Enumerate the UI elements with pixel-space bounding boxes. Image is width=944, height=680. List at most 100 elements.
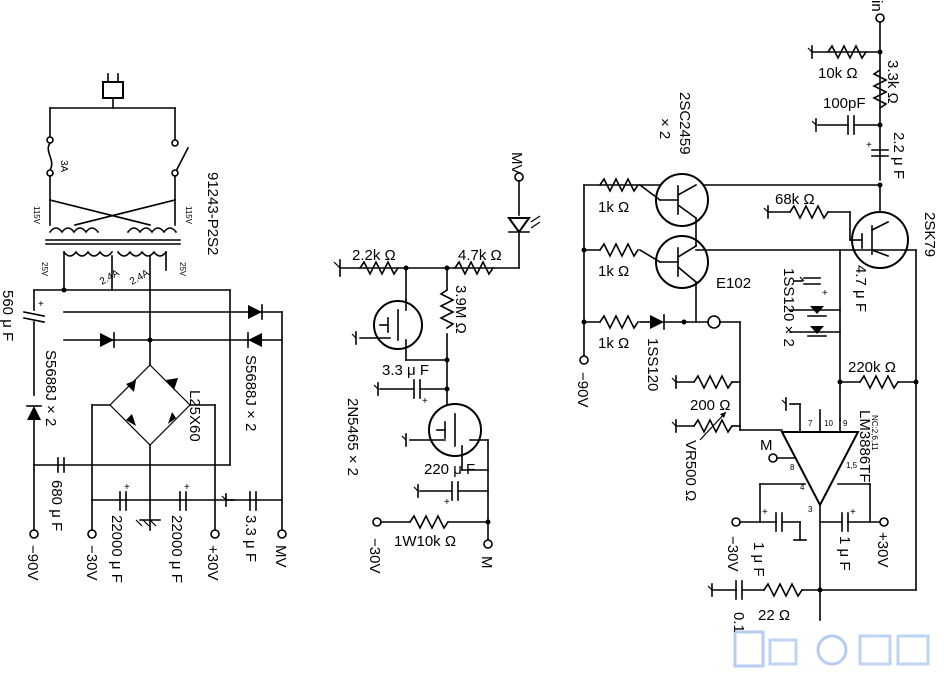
capacitor-220uf-icon (451, 481, 459, 501)
capacitor-22000uf-a-icon (119, 491, 127, 511)
mid-r-1w10k-label: 1W10k Ω (394, 533, 456, 550)
terminal-mid-neg30 (372, 517, 382, 527)
capacitor-0-1-icon (735, 580, 743, 600)
amp-diodes-label: 1SS120 × 2 (780, 268, 797, 347)
capacitor-1uf-a-icon (775, 512, 783, 532)
resistor-1w10k-icon (408, 514, 450, 530)
mv-regulator-section: MV 2.2k Ω 4.7k Ω 3.9M Ω (333, 152, 541, 573)
transistor-upper-icon (655, 173, 709, 227)
power-supply-section: 3A 115V 115V 91243-P2S2 25V 25V 2 (0, 73, 289, 583)
mid-r-3-9m-label: 3.9M Ω (452, 285, 469, 334)
amp-r-200-label: 200 Ω (690, 397, 730, 414)
terminal-in (875, 13, 885, 23)
cap-560uf-label: 560 μ F (0, 290, 16, 341)
diode-1ss120-icon (650, 314, 665, 330)
ground-icon-1uf-a (793, 521, 807, 541)
resistor-3-3k-icon (872, 68, 888, 110)
cap-3-3uf-label: 3.3 μ F (242, 515, 259, 562)
watermark-logo (733, 630, 930, 668)
svg-text:+: + (762, 507, 768, 518)
fuse-icon (46, 136, 54, 177)
terminal-amp-neg90 (579, 355, 589, 365)
ground-icon-10k (807, 45, 813, 59)
ps-neg30-label: −30V (83, 545, 100, 580)
amp-r-220k-label: 220k Ω (848, 359, 896, 376)
amp-r-1k-a-label: 1k Ω (598, 199, 629, 216)
ps-neg90-label: −90V (24, 545, 41, 580)
amp-jfet-label: 2SK79 (921, 212, 938, 257)
terminal-amp-m (768, 453, 778, 463)
amp-r-22-label: 22 Ω (758, 607, 790, 624)
ground-icon-mid-cap (373, 382, 379, 396)
amp-c-1a-label: 1 μ F (750, 542, 767, 576)
pin10-label: 10 (824, 419, 833, 428)
capacitor-1uf-b-icon (841, 512, 849, 532)
pin8-label: 8 (790, 463, 795, 472)
amp-r-1k-c-label: 1k Ω (598, 335, 629, 352)
resistor-22-icon (762, 582, 804, 598)
diode-left-label: S5688J × 2 (42, 350, 59, 426)
secondary-left-label: 25V (40, 262, 49, 277)
pin7-label: 7 (808, 419, 813, 428)
resistor-1k-c-icon (598, 314, 640, 330)
diode-mid-left-icon (100, 332, 115, 348)
terminal-amp-neg30 (731, 517, 741, 527)
svg-text:+: + (822, 288, 828, 299)
transformer-label: 91243-P2S2 (204, 172, 221, 255)
amp-neg90-label: −90V (574, 372, 591, 407)
transformer-secondary-icon (62, 250, 168, 257)
terminal-amp-pos30 (879, 517, 889, 527)
cap-22000b-label: 22000 μ F (168, 515, 185, 583)
pin15-label: 1,5 (846, 461, 858, 470)
pin3-label: 3 (808, 505, 813, 514)
ps-pos30-label: +30V (204, 545, 221, 580)
resistor-1k-a-icon (598, 177, 640, 193)
terminal-neg30 (87, 529, 97, 539)
capacitor-2-2uf-icon (871, 149, 889, 157)
transformer-primary-icon (45, 227, 181, 245)
amp-m-label: M (760, 437, 773, 454)
ground-icon-4-7 (793, 276, 805, 282)
ground-icon-pin7 (781, 397, 787, 411)
led-icon (507, 215, 541, 234)
mid-c-3-3-label: 3.3 μ F (382, 362, 429, 379)
amp-r-68k-label: 68k Ω (775, 191, 815, 208)
thermal-e102-icon (707, 315, 721, 329)
mid-m-label: M (478, 556, 495, 569)
resistor-1k-b-icon (598, 242, 640, 258)
bridge-rectifier-icon (109, 364, 191, 446)
bridge-label: L25X60 (186, 390, 203, 442)
mid-mv-label: MV (508, 152, 525, 175)
resistor-200-icon (692, 374, 734, 390)
secondary-right-label: 25V (178, 262, 187, 277)
cap-22000a-label: 22000 μ F (108, 515, 125, 583)
primary-left-label: 115V (32, 206, 41, 225)
ground-icon (135, 519, 161, 527)
svg-text:+: + (422, 396, 428, 407)
capacitor-3-3uf-icon (249, 491, 257, 511)
mid-c-220-label: 220 μ F (424, 461, 475, 478)
cap-680uf-label: 680 μ F (48, 480, 65, 531)
capacitor-22000uf-b-icon (179, 491, 187, 511)
capacitor-680uf-icon (57, 457, 65, 473)
resistor-10k-icon (826, 44, 868, 60)
svg-text:+: + (444, 497, 450, 508)
power-switch-icon (171, 139, 190, 177)
resistor-3-9m-icon (439, 288, 455, 330)
svg-text:+: + (38, 299, 44, 310)
svg-text:+: + (866, 140, 872, 151)
pin4-label: 4 (800, 483, 805, 492)
amp-vr500-label: VR500 Ω (682, 440, 699, 501)
capacitor-560uf-icon (23, 311, 45, 323)
ground-icon-220 (413, 484, 419, 498)
amp-qpair-count-label: × 2 (656, 118, 673, 139)
amp-e102-label: E102 (716, 275, 751, 292)
mid-fet-label: 2N5465 × 2 (344, 398, 361, 476)
diode-mid-right-icon (247, 332, 262, 348)
amp-nc-label: NC:2,6,11 (870, 415, 879, 451)
amp-r-1k-b-label: 1k Ω (598, 263, 629, 280)
svg-text:+: + (850, 507, 856, 518)
amp-pos30-label: +30V (874, 532, 891, 567)
amp-c-100p-label: 100pF (823, 95, 866, 112)
